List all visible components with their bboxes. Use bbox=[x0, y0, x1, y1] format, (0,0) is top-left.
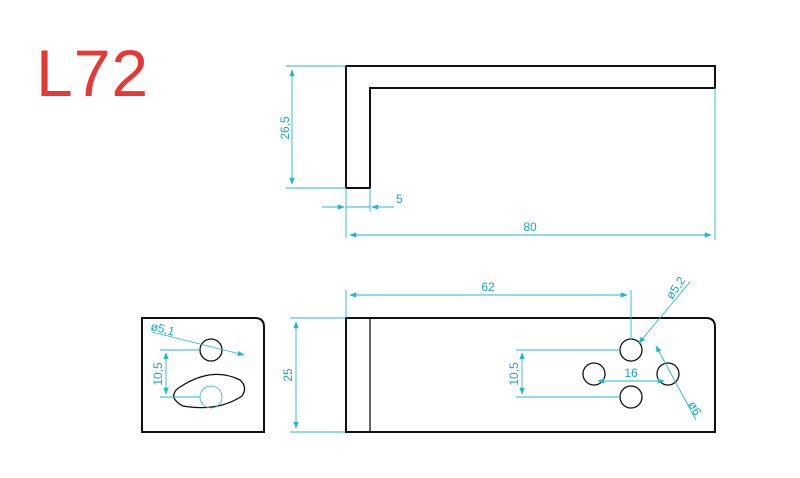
dim-hole-diameter-top: ø5,2 bbox=[663, 274, 688, 302]
dim-pattern-height: 10,5 bbox=[507, 362, 521, 386]
dim-pattern-width: 16 bbox=[624, 366, 638, 380]
pattern-hole-top bbox=[619, 338, 643, 362]
end-view-slot bbox=[173, 373, 246, 409]
dim-end-slot-spacing: 10,5 bbox=[151, 362, 165, 386]
dim-end-width: 25 bbox=[281, 368, 295, 382]
l-profile-outline bbox=[345, 65, 716, 189]
dim-hole-position: 62 bbox=[481, 280, 495, 294]
dim-thickness: 5 bbox=[396, 192, 403, 206]
leader-top-hole bbox=[638, 281, 691, 344]
dim-height-side: 26,5 bbox=[278, 116, 292, 140]
part-label: L72 bbox=[36, 36, 150, 110]
end-view-hole bbox=[199, 338, 223, 362]
end-view-slot-hole bbox=[199, 385, 223, 409]
pattern-hole-bottom bbox=[619, 385, 643, 409]
dim-end-hole-diameter: ø5,1 bbox=[149, 319, 176, 338]
dim-pattern-diameter: ø6 bbox=[685, 399, 704, 418]
leader-end-hole bbox=[151, 331, 245, 357]
pattern-hole-right bbox=[656, 362, 680, 386]
end-view-outline bbox=[141, 317, 265, 433]
leader-pattern-hole bbox=[655, 345, 697, 421]
pattern-hole-left bbox=[582, 362, 606, 386]
front-view-outline bbox=[345, 317, 716, 433]
dim-length: 80 bbox=[523, 220, 537, 234]
